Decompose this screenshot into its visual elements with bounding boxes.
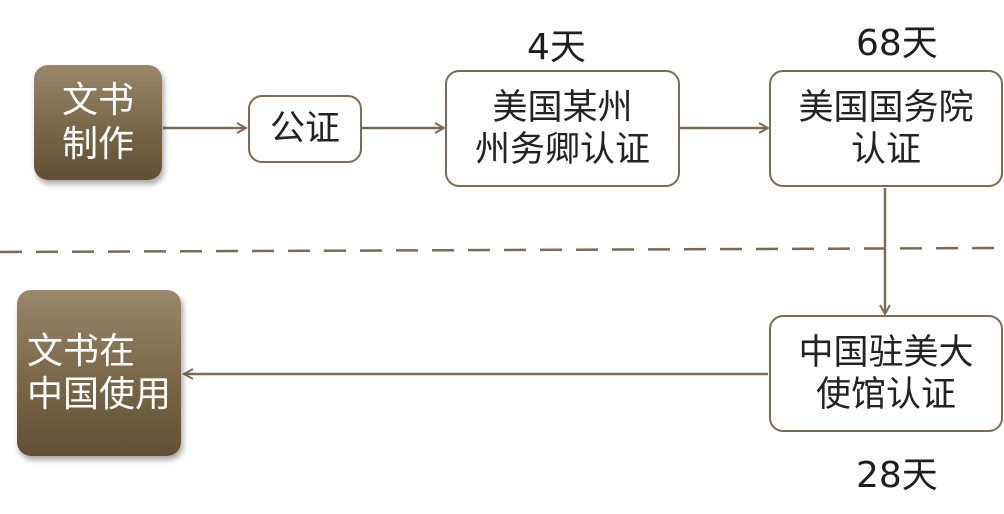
node-embassy-cert: 中国驻美大 使馆认证 [769,315,1003,432]
node-dos-cert: 美国国务院 认证 [769,70,1003,187]
node-doc-make: 文书 制作 [34,65,162,180]
node-use-in-china-label: 文书在 中国使用 [26,330,171,415]
node-use-in-china: 文书在 中国使用 [17,290,181,456]
node-embassy-cert-label: 中国驻美大 使馆认证 [798,332,974,415]
duration-dos-cert: 68天 [856,23,938,64]
node-state-cert: 美国某州 州务卿认证 [445,70,680,187]
divider-dashed-line [0,246,1004,254]
duration-state-cert: 4天 [527,27,586,68]
duration-embassy-cert: 28天 [856,455,938,496]
node-notary: 公证 [248,95,362,163]
node-notary-label: 公证 [269,109,340,149]
node-doc-make-label: 文书 制作 [61,80,134,165]
node-state-cert-label: 美国某州 州务卿认证 [474,87,650,170]
node-dos-cert-label: 美国国务院 认证 [798,87,974,170]
